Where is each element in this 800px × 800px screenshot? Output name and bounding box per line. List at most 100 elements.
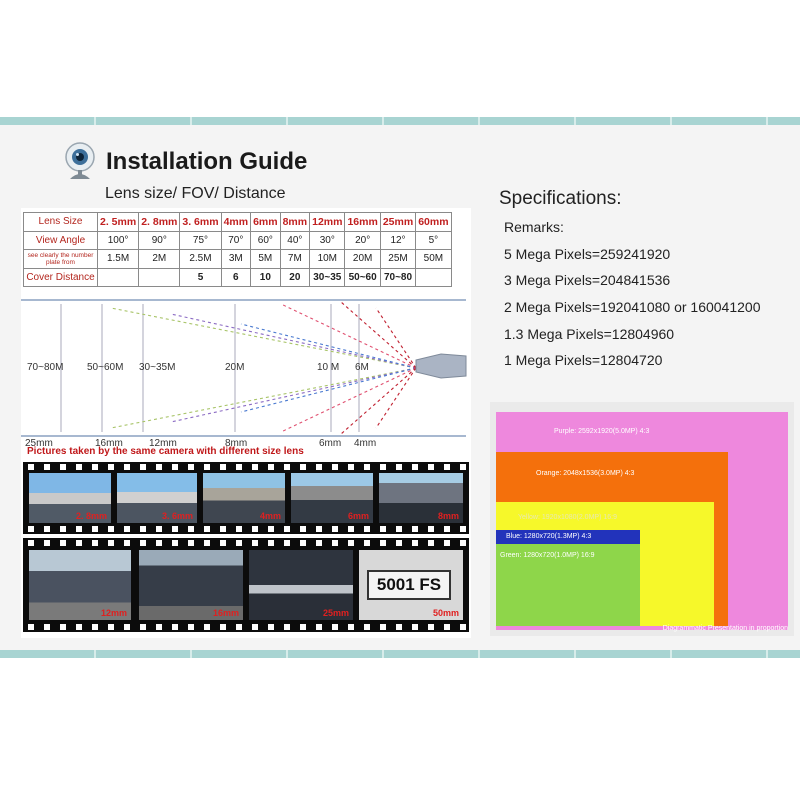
view-angle-cell: 40°: [279, 230, 311, 250]
lens-size-cell: 25mm: [379, 212, 417, 232]
photo-lens-label: 8mm: [437, 511, 459, 521]
row-header: View Angle: [23, 230, 98, 250]
cover-distance-cell: 6: [220, 267, 252, 287]
lens-mm-label: 6mm: [319, 438, 342, 449]
lens-photo: 25mm: [249, 550, 353, 620]
resolution-box-1mp: Green: 1280x720(1.0MP) 16:9: [496, 544, 640, 626]
lens-photo: 12mm: [29, 550, 131, 620]
cover-distance-cell: 70~80: [379, 267, 417, 287]
photo-lens-label: 25mm: [322, 608, 349, 618]
webcam-icon: [65, 142, 95, 179]
cover-distance-cell: 10: [250, 267, 281, 287]
view-angle-cell: 12°: [379, 230, 417, 250]
remarks-label: Remarks:: [504, 219, 564, 235]
lens-photo: 16mm: [139, 550, 243, 620]
license-plate: 5001 FS: [367, 570, 451, 600]
plate-distance-cell: 7M: [279, 249, 311, 269]
bottom-border: [0, 650, 800, 658]
plate-distance-cell: 2M: [138, 249, 181, 269]
photo-lens-label: 3. 6mm: [161, 511, 193, 521]
view-angle-cell: 75°: [179, 230, 222, 250]
top-border: [0, 117, 800, 125]
distance-label: 10 M: [317, 362, 340, 373]
plate-distance-cell: 25M: [379, 249, 417, 269]
lens-size-cell: 3. 6mm: [179, 212, 222, 232]
lens-guide-figure: Lens Size 2. 5mm 2. 8mm 3. 6mm 4mm 6mm 8…: [21, 208, 471, 638]
lens-photo: 3. 6mm: [117, 473, 197, 523]
lens-size-cell: 2. 5mm: [96, 212, 140, 232]
distance-label: 30~35M: [139, 362, 176, 373]
cover-distance-cell: [415, 267, 452, 287]
resolution-comparison-figure: Purple: 2592x1920(5.0MP) 4:3 Orange: 204…: [490, 402, 794, 636]
cover-distance-row: Cover Distance 5 6 10 20 30~35 50~60 70~…: [23, 267, 452, 287]
plate-distance-cell: 2.5M: [179, 249, 222, 269]
specifications-title: Specifications:: [499, 188, 622, 209]
view-angle-row: View Angle 100° 90° 75° 70° 60° 40° 30° …: [23, 230, 452, 250]
film-perforation: [23, 526, 469, 532]
resolution-label: Purple: 2592x1920(5.0MP) 4:3: [554, 428, 650, 435]
lens-mm-label: 12mm: [149, 438, 177, 449]
photo-lens-label: 16mm: [212, 608, 239, 618]
film-strip-1: 2. 8mm 3. 6mm 4mm 6mm 8mm: [23, 462, 469, 534]
page-title: Installation Guide: [106, 148, 308, 175]
view-angle-cell: 20°: [344, 230, 381, 250]
lens-mm-label: 4mm: [354, 438, 377, 449]
film-strip-2: 12mm 16mm 25mm 5001 FS 50mm: [23, 538, 469, 632]
view-angle-cell: 60°: [250, 230, 281, 250]
lens-photo: 6mm: [291, 473, 373, 523]
fov-diagram: 70~80M 50~60M 30~35M 20M 10 M 6M 25mm 16…: [21, 298, 471, 450]
view-angle-cell: 100°: [96, 230, 140, 250]
lens-size-cell: 4mm: [220, 212, 252, 232]
plate-distance-cell: 50M: [415, 249, 452, 269]
lens-photo: 4mm: [203, 473, 285, 523]
lens-size-cell: 2. 8mm: [138, 212, 181, 232]
cover-distance-cell: [96, 267, 140, 287]
lens-size-cell: 16mm: [344, 212, 381, 232]
plate-distance-cell: 3M: [220, 249, 252, 269]
lens-mm-label: 8mm: [225, 438, 248, 449]
view-angle-cell: 90°: [138, 230, 181, 250]
view-angle-cell: 70°: [220, 230, 252, 250]
cover-distance-cell: [138, 267, 181, 287]
lens-size-row: Lens Size 2. 5mm 2. 8mm 3. 6mm 4mm 6mm 8…: [23, 212, 452, 232]
plate-distance-cell: 1.5M: [96, 249, 140, 269]
fov-lines: [21, 299, 467, 437]
film-perforation: [23, 624, 469, 630]
row-header: Cover Distance: [23, 267, 98, 287]
cover-distance-cell: 5: [179, 267, 222, 287]
lens-size-cell: 60mm: [415, 212, 452, 232]
spec-line: 1.3 Mega Pixels=12804960: [504, 326, 675, 342]
view-angle-cell: 30°: [309, 230, 346, 250]
view-angle-cell: 5°: [415, 230, 452, 250]
spec-line: 2 Mega Pixels=192041080 or 160041200: [504, 299, 761, 315]
distance-label: 20M: [225, 362, 245, 373]
page-subtitle: Lens size/ FOV/ Distance: [105, 185, 286, 202]
lens-table: Lens Size 2. 5mm 2. 8mm 3. 6mm 4mm 6mm 8…: [23, 212, 452, 287]
row-header: Lens Size: [23, 212, 98, 232]
lens-size-cell: 6mm: [250, 212, 281, 232]
distance-label: 70~80M: [27, 362, 64, 373]
spec-line: 1 Mega Pixels=12804720: [504, 352, 663, 368]
resolution-label: Green: 1280x720(1.0MP) 16:9: [500, 552, 595, 559]
spec-line: 5 Mega Pixels=259241920: [504, 246, 671, 262]
photo-lens-label: 2. 8mm: [75, 511, 107, 521]
lens-size-cell: 12mm: [309, 212, 346, 232]
resolution-label: Blue: 1280x720(1.3MP) 4:3: [506, 533, 592, 540]
plate-distance-cell: 10M: [309, 249, 346, 269]
film-perforation: [23, 464, 469, 470]
photo-lens-label: 6mm: [347, 511, 369, 521]
distance-label: 6M: [355, 362, 369, 373]
distance-label: 50~60M: [87, 362, 124, 373]
spec-line: 3 Mega Pixels=204841536: [504, 272, 671, 288]
row-header: see clearly the number plate from: [23, 249, 98, 269]
lens-photo: 8mm: [379, 473, 463, 523]
resolution-label: Orange: 2048x1536(3.0MP) 4:3: [536, 470, 635, 477]
photo-lens-label: 4mm: [259, 511, 281, 521]
lens-photo: 5001 FS 50mm: [359, 550, 463, 620]
resolution-label: Yellow: 1920x1080(2.0MP) 16:9: [518, 514, 617, 521]
plate-distance-cell: 5M: [250, 249, 281, 269]
lens-mm-label: 16mm: [95, 438, 123, 449]
lens-size-cell: 8mm: [279, 212, 311, 232]
plate-distance-row: see clearly the number plate from 1.5M 2…: [23, 249, 452, 269]
